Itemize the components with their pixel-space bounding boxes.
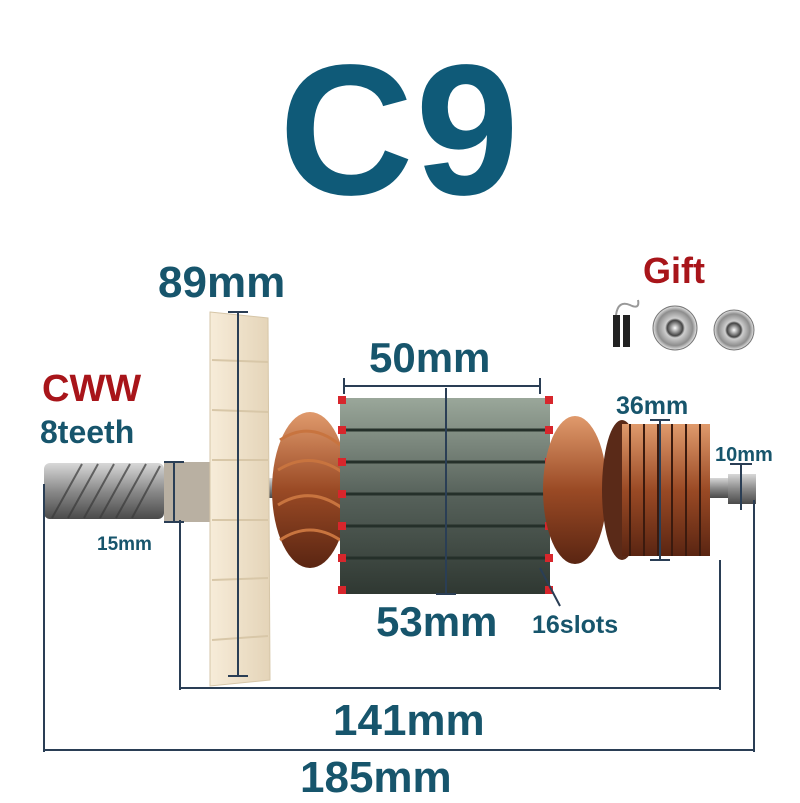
- core-diameter-label: 53mm: [376, 598, 498, 645]
- inner-length-label: 141mm: [333, 696, 485, 745]
- rotation-label: CWW: [42, 368, 142, 410]
- bearing-small-icon: [713, 309, 755, 351]
- dimension-lines: [43, 311, 755, 752]
- teeth-label: 8teeth: [40, 414, 135, 450]
- gear-diameter-label: 15mm: [97, 534, 152, 555]
- model-title: C9: [279, 27, 521, 234]
- carbon-brush-pair-icon: [613, 299, 640, 347]
- fan-diameter-label: 89mm: [158, 258, 286, 307]
- shaft-end-diameter-label: 10mm: [715, 444, 773, 466]
- slots-label: 16slots: [532, 611, 619, 639]
- commutator-diameter-label: 36mm: [616, 392, 689, 420]
- gift-label: Gift: [643, 250, 705, 291]
- core-length-label: 50mm: [369, 334, 491, 381]
- total-length-label: 185mm: [300, 753, 452, 802]
- bearing-large-icon: [652, 305, 698, 351]
